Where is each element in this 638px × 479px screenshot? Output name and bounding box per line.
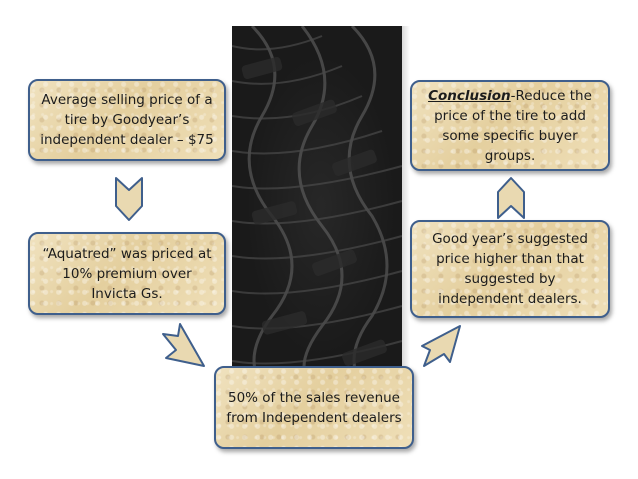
- suggested-price-box: Good year’s suggested price higher than …: [410, 220, 610, 318]
- sales-revenue-box: 50% of the sales revenue from Independen…: [214, 366, 414, 449]
- conclusion-label: Conclusion: [428, 88, 511, 104]
- suggested-price-text: Good year’s suggested price higher than …: [420, 229, 600, 309]
- chevron-up-icon: [494, 176, 528, 220]
- chevron-up-right-icon: [420, 322, 466, 370]
- tire-tread-pattern: [232, 26, 410, 386]
- conclusion-box: Conclusion-Reduce the price of the tire …: [410, 80, 610, 171]
- avg-price-box: Average selling price of a tire by Goody…: [28, 79, 226, 161]
- avg-price-text: Average selling price of a tire by Goody…: [38, 90, 216, 150]
- tire-sidewall: [402, 26, 410, 386]
- chevron-down-right-icon: [160, 322, 208, 372]
- chevron-down-icon: [112, 176, 146, 222]
- sales-revenue-text: 50% of the sales revenue from Independen…: [224, 388, 404, 428]
- aquatred-box: “Aquatred” was priced at 10% premium ove…: [28, 232, 226, 315]
- aquatred-text: “Aquatred” was priced at 10% premium ove…: [38, 244, 216, 304]
- conclusion-content: Conclusion-Reduce the price of the tire …: [420, 86, 600, 166]
- tire-image: [232, 26, 410, 386]
